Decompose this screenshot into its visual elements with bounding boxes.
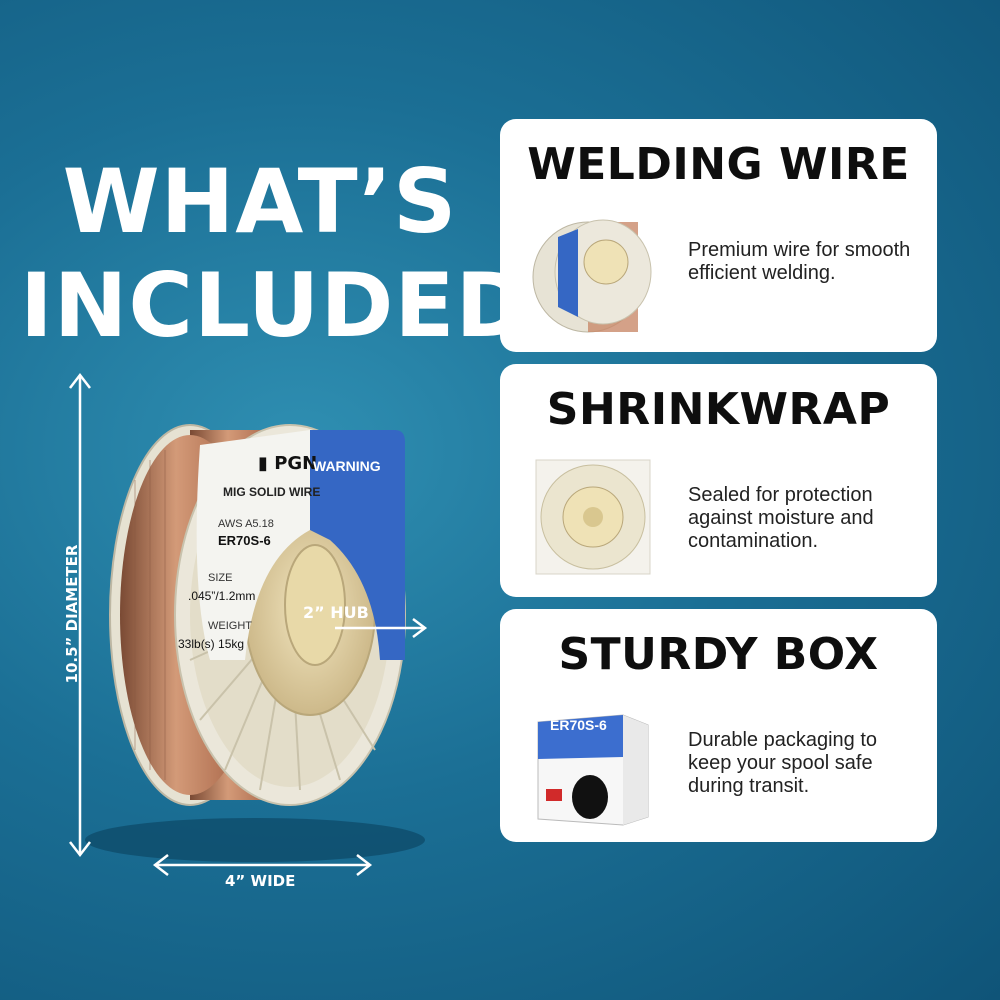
spool-illustration: ▮ PGN WARNING MIG SOLID WIRE AWS A5.18 E… [40,360,460,900]
spool-image [69,372,428,876]
spool-size-title: SIZE [208,572,233,584]
spool-spec-label: AWS A5.18 [218,518,274,530]
card-title: STURDY BOX [558,629,879,680]
spool-size-label: .045”/1.2mm [188,589,256,603]
spool-product-label: MIG SOLID WIRE [223,485,321,499]
card-description: Durable packaging to keep your spool saf… [688,729,878,797]
spool-weight-title: WEIGHT [208,620,252,632]
spool-grade-label: ER70S-6 [218,533,271,548]
card-title: WELDING WIRE [527,139,910,190]
hub-label: 2” HUB [303,603,369,622]
card-shrinkwrap: SHRINKWRAP Sealed for protection against… [500,364,937,597]
headline-line-2: INCLUDED [20,254,530,357]
penguin-icon: ▮ [258,453,268,474]
spool-warning-title: WARNING [313,458,381,474]
headline: WHAT’S INCLUDED [20,150,530,358]
headline-line-1: WHAT’S [62,150,458,253]
shrinkwrap-spool-image [535,459,651,575]
card-welding-wire: WELDING WIRE Premium wire for smooth eff… [500,119,937,352]
box-grade-label: ER70S-6 [550,717,607,733]
card-title: SHRINKWRAP [546,384,891,435]
width-label: 4” WIDE [225,872,296,890]
diameter-label: 10.5” DIAMETER [63,544,81,684]
spool-brand-logo: ▮ PGN [258,453,318,474]
welding-wire-spool-image [532,219,652,333]
card-sturdy-box: STURDY BOX ER70S-6 Durable packaging to … [500,609,937,842]
spool-weight-label: 33lb(s) 15kg [178,637,245,651]
card-description: Sealed for protection against moisture a… [688,484,874,552]
box-image [537,714,649,826]
card-description: Premium wire for smooth efficient weldin… [688,239,911,284]
